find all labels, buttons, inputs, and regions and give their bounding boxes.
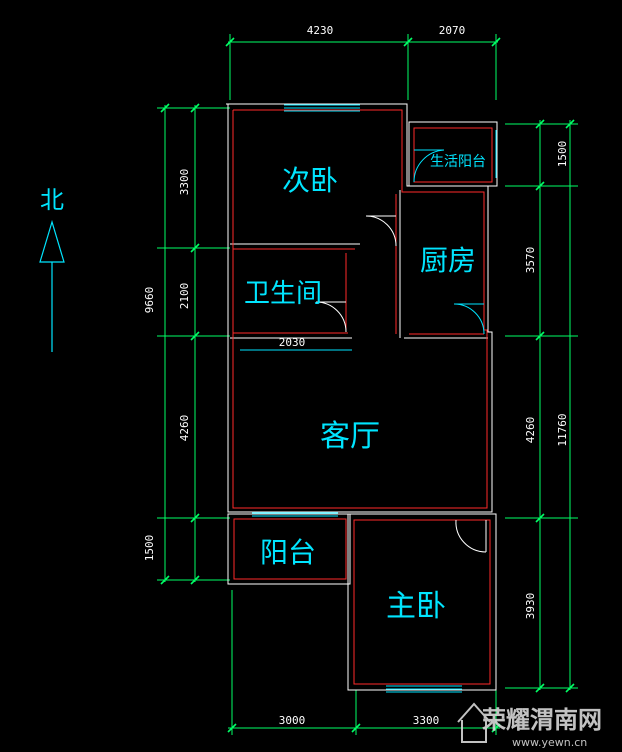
north-arrow: 北 — [39, 186, 65, 352]
dimension-labels: 4230 2070 9660 3300 2100 4260 1500 1500 … — [143, 24, 569, 727]
dimension-ticks — [160, 37, 575, 733]
room-bathroom: 卫生间 — [244, 279, 322, 309]
doors — [315, 149, 487, 553]
dim-bottom-right: 3300 — [413, 714, 440, 727]
door-kitchen — [453, 303, 485, 335]
room-master-bedroom: 主卧 — [386, 589, 446, 624]
dim-left-bed2: 3300 — [178, 169, 191, 196]
room-utility-balcony: 生活阳台 — [430, 154, 486, 170]
door-bathroom — [315, 301, 347, 333]
watermark-url: www.yewn.cn — [512, 736, 587, 749]
dim-left-bath: 2100 — [178, 283, 191, 310]
dim-left-total: 9660 — [143, 287, 156, 314]
dim-right-balcony: 1500 — [556, 141, 569, 168]
inner-walls — [232, 109, 493, 685]
windows — [252, 104, 497, 693]
north-label: 北 — [40, 186, 64, 214]
room-kitchen: 厨房 — [420, 244, 476, 277]
door-utility-balcony — [413, 149, 445, 183]
room-labels: 次卧 卫生间 厨房 生活阳台 客厅 阳台 主卧 — [244, 154, 486, 624]
dim-top-left: 4230 — [307, 24, 334, 37]
house-logo-icon — [457, 702, 491, 743]
watermark: 荣耀渭南网 www.yewn.cn — [457, 702, 602, 749]
room-living-room: 客厅 — [320, 419, 380, 454]
dimension-lines — [157, 34, 578, 735]
dim-right-living: 4260 — [524, 417, 537, 444]
outer-walls — [226, 103, 498, 691]
north-arrow-icon — [39, 219, 65, 352]
room-secondary-bedroom: 次卧 — [282, 164, 338, 197]
dim-bottom-left: 3000 — [279, 714, 306, 727]
dim-right-total: 11760 — [556, 413, 569, 446]
door-secondary-bedroom — [365, 215, 397, 247]
watermark-brand: 荣耀渭南网 — [482, 706, 602, 734]
room-balcony: 阳台 — [260, 536, 316, 569]
dim-top-right: 2070 — [439, 24, 466, 37]
dim-inner-bath: 2030 — [279, 336, 306, 349]
dim-left-balcony: 1500 — [143, 535, 156, 562]
dim-left-living: 4260 — [178, 415, 191, 442]
dim-right-master: 3930 — [524, 593, 537, 620]
door-master-bedroom — [455, 519, 487, 553]
dim-right-kitchen: 3570 — [524, 247, 537, 274]
